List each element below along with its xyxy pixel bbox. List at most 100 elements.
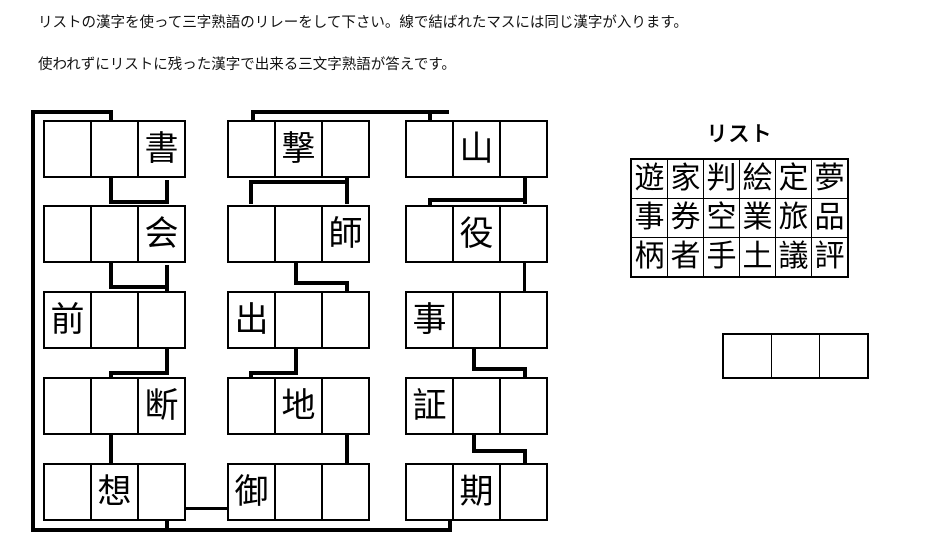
list-cell[interactable]: 事	[630, 198, 668, 238]
board-cell[interactable]	[43, 463, 92, 521]
connector-c2-r4c3-straight	[345, 435, 349, 465]
list-cell[interactable]: 空	[703, 198, 740, 238]
board-cell[interactable]	[274, 291, 323, 349]
board-cell[interactable]	[90, 120, 139, 178]
list-cell[interactable]: 家	[667, 158, 704, 199]
board-cell[interactable]	[499, 205, 548, 263]
board-cell[interactable]	[90, 377, 139, 435]
board-cell[interactable]	[274, 463, 323, 521]
board-cell[interactable]: 出	[227, 291, 276, 349]
list-row: 柄 者 手 土 議 評	[630, 237, 849, 278]
connector-c1-r1c2-down	[109, 178, 113, 204]
list-cell[interactable]: 品	[811, 198, 849, 238]
puzzle-board: 書 会 前 断 想 撃 師 出 地 御 山 役 事 証 期	[31, 110, 548, 532]
board-cell[interactable]	[405, 205, 454, 263]
list-cell[interactable]: 評	[811, 237, 849, 278]
connector-c2-r1c3-drop	[249, 180, 253, 204]
answer-cell[interactable]	[819, 333, 869, 379]
list-cell[interactable]: 判	[703, 158, 740, 199]
connector-c2-r3c2-drop	[249, 371, 253, 379]
board-cell[interactable]	[321, 120, 370, 178]
board-cell[interactable]	[90, 291, 139, 349]
connector-c2-r2c3-across	[294, 281, 349, 285]
connector-outer-bottom-horizontal	[31, 528, 452, 532]
connector-c1-r3c3-across	[109, 371, 169, 375]
list-row: 遊 家 判 絵 定 夢	[630, 158, 849, 199]
connector-c1-r2c1-across	[109, 285, 169, 289]
board-cell[interactable]	[227, 205, 276, 263]
board-cell[interactable]	[405, 120, 454, 178]
connector-c1-r1c2-across	[109, 200, 169, 204]
board-cell[interactable]	[499, 120, 548, 178]
list-cell[interactable]: 定	[775, 158, 812, 199]
board-cell[interactable]	[43, 377, 92, 435]
answer-grid	[722, 333, 869, 379]
board-cell[interactable]: 証	[405, 377, 454, 435]
board-cell[interactable]	[405, 463, 454, 521]
list-cell[interactable]: 者	[667, 237, 704, 278]
board-cell[interactable]	[499, 377, 548, 435]
connector-c1-r2c1-drop	[165, 265, 169, 291]
board-cell[interactable]	[321, 291, 370, 349]
board-cell[interactable]: 役	[452, 205, 501, 263]
connector-c3-top-drop	[428, 110, 432, 122]
board-cell[interactable]	[499, 291, 548, 349]
board-cell[interactable]	[90, 205, 139, 263]
board-cell[interactable]	[452, 377, 501, 435]
list-grid: 遊 家 判 絵 定 夢 事 券 空 業 旅 品 柄 者 手 土 議 評	[630, 158, 849, 278]
board-cell[interactable]: 前	[43, 291, 92, 349]
connector-c3-r4c2-drop	[523, 449, 527, 465]
board-cell[interactable]: 想	[90, 463, 139, 521]
board-cell[interactable]	[499, 463, 548, 521]
board-cell[interactable]	[227, 120, 276, 178]
connector-c3-r1c3-down	[523, 178, 527, 204]
connector-c1-r4c1-straight	[109, 435, 113, 465]
connector-c2-top-drop	[251, 110, 255, 122]
board-cell[interactable]: 御	[227, 463, 276, 521]
board-cell[interactable]	[452, 291, 501, 349]
board-cell[interactable]	[274, 205, 323, 263]
connector-c3-r3c1-drop	[523, 367, 527, 379]
list-cell[interactable]: 遊	[630, 158, 668, 199]
list-cell[interactable]: 手	[703, 237, 740, 278]
board-cell[interactable]	[43, 120, 92, 178]
connector-outer-left-vertical	[31, 110, 35, 532]
connector-c3-r4c2-down	[472, 435, 476, 453]
list-cell[interactable]: 議	[775, 237, 812, 278]
list-cell[interactable]: 絵	[739, 158, 776, 199]
board-cell[interactable]: 山	[452, 120, 501, 178]
list-cell[interactable]: 夢	[811, 158, 849, 199]
list-title: リスト	[706, 122, 773, 146]
connector-outer-top-drop	[109, 110, 113, 122]
connector-c3-r1c3-across	[428, 198, 527, 202]
board-cell[interactable]: 撃	[274, 120, 323, 178]
list-cell[interactable]: 業	[739, 198, 776, 238]
board-cell[interactable]: 期	[452, 463, 501, 521]
connector-c3-r1c3-drop	[428, 198, 432, 206]
board-cell[interactable]: 事	[405, 291, 454, 349]
list-cell[interactable]: 券	[667, 198, 704, 238]
list-cell[interactable]: 旅	[775, 198, 812, 238]
connector-c2-r2c3-drop	[345, 281, 349, 291]
connector-c2-r1c3-across	[249, 180, 349, 184]
connector-c2-top-horizontal	[251, 110, 449, 114]
board-cell[interactable]: 会	[137, 205, 186, 263]
board-cell[interactable]	[227, 377, 276, 435]
board-cell[interactable]	[137, 463, 186, 521]
board-cell[interactable]	[43, 205, 92, 263]
board-cell[interactable]	[137, 291, 186, 349]
connector-c2-r1c3-down	[345, 178, 349, 204]
board-cell[interactable]	[321, 377, 370, 435]
connector-c1-r3c3-down	[165, 349, 169, 375]
connector-c1-r2c1-down	[109, 263, 113, 289]
answer-cell[interactable]	[722, 333, 772, 379]
list-cell[interactable]: 柄	[630, 237, 668, 278]
board-cell[interactable]: 書	[137, 120, 186, 178]
board-cell[interactable]: 断	[137, 377, 186, 435]
board-cell[interactable]: 地	[274, 377, 323, 435]
connector-c2-r3c2-down	[294, 349, 298, 375]
board-cell[interactable]	[321, 463, 370, 521]
list-cell[interactable]: 土	[739, 237, 776, 278]
answer-cell[interactable]	[771, 333, 820, 379]
board-cell[interactable]: 師	[321, 205, 370, 263]
